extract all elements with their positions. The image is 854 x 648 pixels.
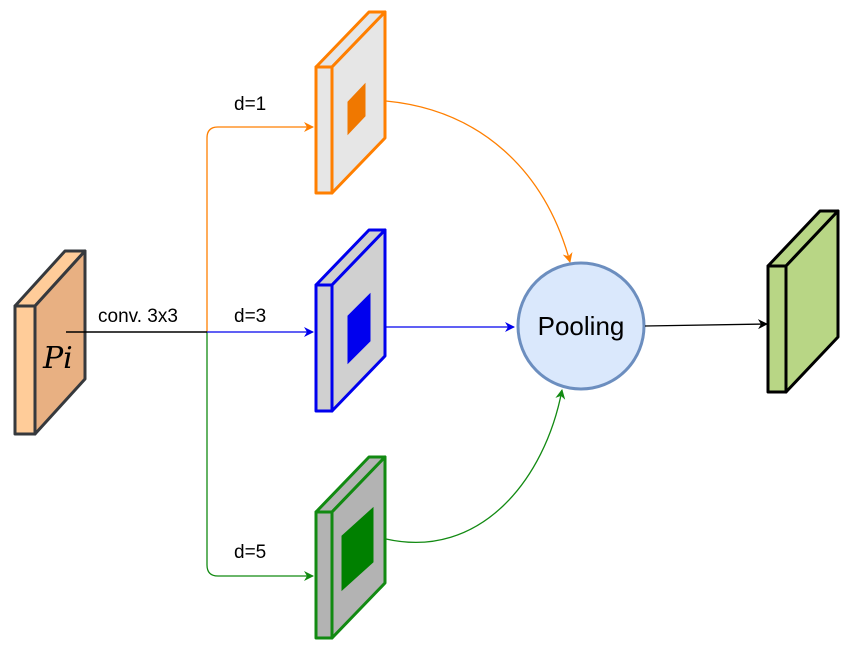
- branch-connectors: conv. 3x3: [66, 122, 314, 581]
- input-map-side: [13, 304, 37, 436]
- pooling-node: Pooling: [516, 261, 646, 391]
- output-feature-map: [766, 209, 840, 394]
- branch-1-kernel: [347, 82, 366, 136]
- branch-3-connector: [206, 332, 314, 581]
- branch-1-feature-map: [314, 10, 387, 195]
- branch-1-dilation-label: d=1: [234, 94, 266, 115]
- input-map-front: [33, 249, 87, 436]
- pooling-to-output-arrow: [644, 319, 768, 330]
- branch-3-feature-map: [314, 455, 387, 640]
- branch-1-to-pooling-arrow: [385, 100, 573, 263]
- branch-3-kernel: [341, 506, 374, 592]
- pooling-label: Pooling: [538, 311, 625, 341]
- input-feature-map: Pi: [13, 249, 87, 436]
- branch-3-to-pooling-arrow: [385, 389, 566, 544]
- branch-2-kernel: [347, 292, 371, 365]
- input-label: Pi: [42, 341, 73, 376]
- branch-2-dilation-label: d=3: [234, 306, 266, 327]
- branch-2-feature-map: [314, 228, 387, 413]
- branch-1-connector: [206, 122, 314, 332]
- branch-3-dilation-label: d=5: [234, 542, 266, 563]
- conv-label: conv. 3x3: [98, 306, 178, 327]
